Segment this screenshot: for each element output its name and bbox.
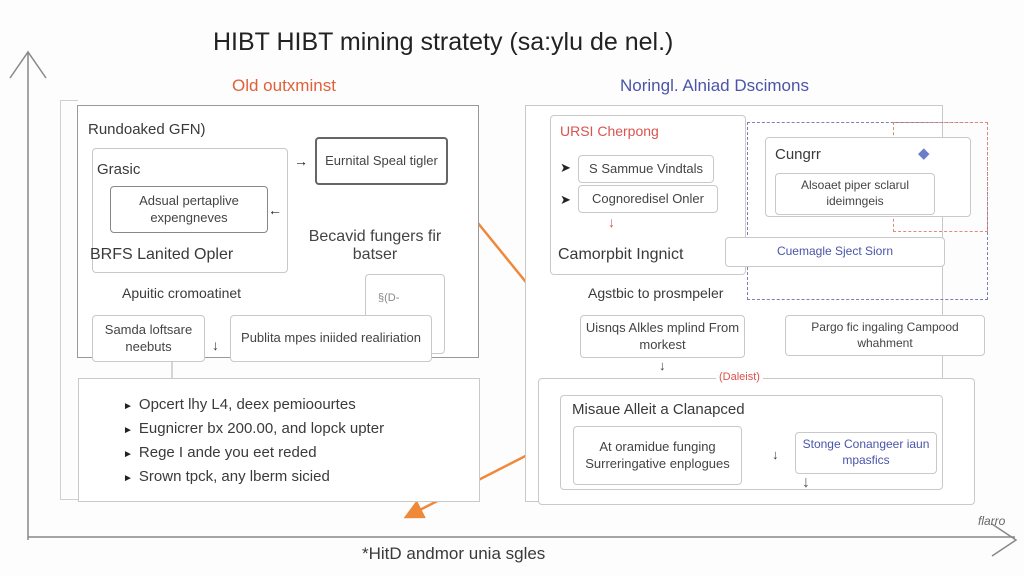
bullet-box: ►Opcert lhy L4, deex pemioourtes ►Eugnic… bbox=[78, 378, 480, 502]
bullet-item: ►Eugnicrer bx 200.00, and lopck upter bbox=[123, 420, 385, 437]
right-heading: Noringl. Alniad Dscimons bbox=[620, 76, 809, 95]
sammue-box[interactable]: S Sammue Vindtals bbox=[578, 155, 714, 183]
adsual-box[interactable]: Adsual pertaplive expengneves bbox=[110, 186, 268, 233]
at-oramidue-box[interactable]: At oramidue funging Surreringative enplo… bbox=[573, 426, 742, 485]
pargo-box[interactable]: Pargo fic ingaling Campood whahment bbox=[785, 315, 985, 356]
agstbic-label: Agstbic to prosmpeler bbox=[588, 285, 724, 301]
bullet-item: ►Srown tpck, any lberm sicied bbox=[123, 468, 330, 485]
bullet-icon: ► bbox=[123, 473, 133, 484]
publita-box[interactable]: Publita mpes iniided realiriation bbox=[230, 315, 432, 362]
pointer-icon: ➤ bbox=[560, 192, 571, 207]
left-heading: Old outxminst bbox=[232, 76, 336, 95]
arrow-down-icon: ↓ bbox=[212, 337, 219, 353]
becavid-label: Becavid fungers fir batser bbox=[308, 228, 442, 263]
arrow-down-icon: ↓ bbox=[608, 214, 615, 230]
bullet-icon: ► bbox=[123, 401, 133, 412]
cuemagle-box[interactable]: Cuemagle Sject Siorn bbox=[725, 237, 945, 267]
cungrr-label: Cungrr bbox=[775, 146, 821, 163]
alsoaet-box[interactable]: Alsoaet piper sclarul ideimngeis bbox=[775, 173, 935, 215]
camorpbit-label: Camorpbit Ingnict bbox=[558, 246, 684, 263]
eurnital-box[interactable]: Eurnital Speal tigler bbox=[315, 137, 448, 185]
arrow-right-icon: → bbox=[294, 153, 308, 169]
grasic-label: Grasic bbox=[97, 161, 141, 178]
samda-box[interactable]: Samda loftsare neebuts bbox=[92, 315, 205, 362]
arrow-left-icon: ← bbox=[268, 202, 282, 218]
small-note: §(D- bbox=[378, 292, 400, 304]
arrow-down-icon: ↓ bbox=[772, 447, 779, 462]
uisnqs-box[interactable]: Uisnqs Alkles mplind From morkest bbox=[580, 315, 745, 358]
group-label: Rundoaked GFN) bbox=[88, 121, 206, 138]
footer-note: *HitD andmor unia sgles bbox=[362, 544, 546, 563]
bullet-icon: ► bbox=[123, 425, 133, 436]
arrow-down-icon: ↓ bbox=[802, 474, 810, 491]
y-axis bbox=[9, 50, 47, 540]
brfs-label: BRFS Lanited Opler bbox=[90, 246, 234, 263]
cognoredisel-box[interactable]: Cognoredisel Onler bbox=[578, 185, 718, 213]
bullet-icon: ► bbox=[123, 449, 133, 460]
diamond-icon: ◆ bbox=[918, 145, 930, 162]
left-outer-frame bbox=[60, 100, 78, 500]
misaue-label: Misaue Alleit a Clanapced bbox=[572, 401, 745, 418]
apuitic-label: Apuitic cromoatinet bbox=[122, 285, 242, 301]
daleist-label: (Daleist) bbox=[716, 371, 763, 383]
bullet-item: ►Opcert lhy L4, deex pemioourtes bbox=[123, 396, 356, 413]
x-axis bbox=[28, 523, 1018, 557]
axis-label: flarro bbox=[978, 514, 1006, 528]
ursi-label: URSI Cherpong bbox=[560, 123, 659, 139]
pointer-icon: ➤ bbox=[560, 160, 571, 175]
diagram-title: HIBT HIBT mining stratety (sa:ylu de nel… bbox=[213, 28, 674, 56]
arrow-down-icon: ↓ bbox=[659, 358, 666, 373]
stonge-box[interactable]: Stonge Conangeer iaun mpasfics bbox=[795, 432, 937, 474]
bullet-item: ►Rege I ande you eet reded bbox=[123, 444, 317, 461]
bullet-list: ►Opcert lhy L4, deex pemioourtes ►Eugnic… bbox=[123, 396, 384, 492]
